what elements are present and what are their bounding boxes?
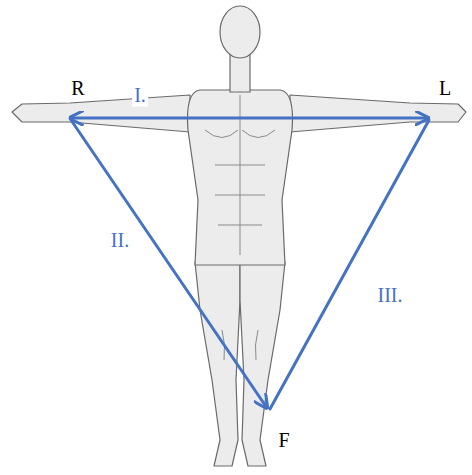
neck [230,54,250,92]
lead-label: III. [376,284,405,307]
electrode-label: L [437,77,453,100]
electrode-label: F [276,429,291,452]
electrode-label: R [69,77,86,100]
sketch-line [205,130,238,138]
muscle-lines [205,95,275,360]
lead-arrow [70,117,428,120]
sketch-line [242,130,275,138]
lead-arrow [270,120,429,409]
sketch-line [222,330,258,360]
lead-arrows [70,118,429,409]
head [220,6,260,58]
torso [188,90,293,265]
left-arm [290,95,466,132]
human-body [12,6,466,466]
lead-arrow [71,120,267,408]
right-arm [12,95,190,132]
lead-label: I. [132,84,148,107]
lead-label: II. [109,229,131,252]
right-leg [195,262,240,466]
sketch-line [215,165,265,225]
